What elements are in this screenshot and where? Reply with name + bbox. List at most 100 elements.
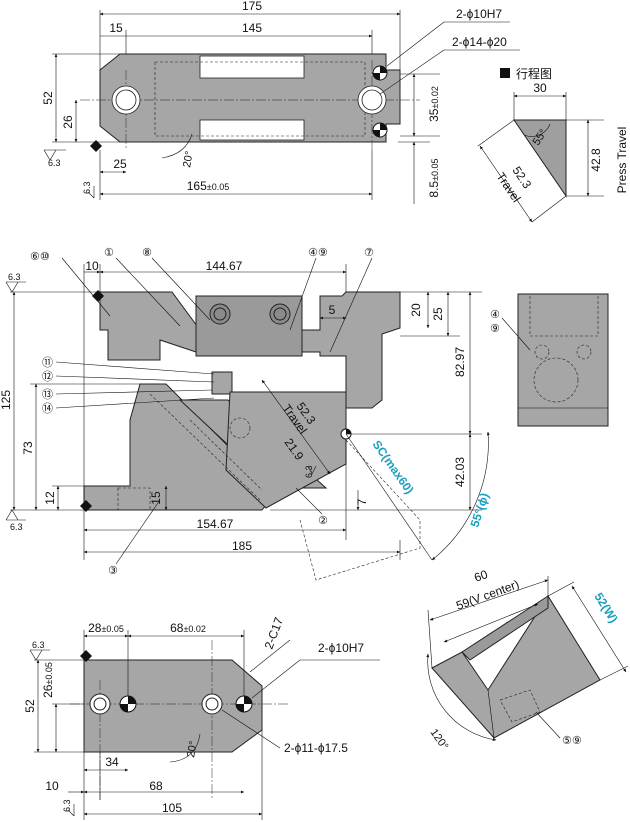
side-dim-12: 12 <box>43 491 57 505</box>
legend-square-icon <box>500 68 510 78</box>
svg-text:6.3: 6.3 <box>8 272 21 282</box>
side-dim-5: 5 <box>329 303 336 317</box>
callout-bot-holes-a: 2-ϕ10H7 <box>318 641 364 655</box>
bot-dim-68a: 68 <box>170 621 184 635</box>
top-slot-lower <box>199 119 305 141</box>
bot-dim-26-tol: ±0.05 <box>44 662 54 684</box>
balloon-3: ③ <box>108 565 118 577</box>
bot-dim-28: 28 <box>88 621 102 635</box>
end-balloon-4: ④ <box>490 309 500 321</box>
sc-label: SC(max60) <box>370 438 417 497</box>
bot-dim-26: 26 <box>41 684 55 698</box>
datum-diamond-icon <box>80 500 92 512</box>
legend-label: 行程图 <box>516 66 552 81</box>
iso-angle: 120° <box>428 727 451 753</box>
side-dim-125: 125 <box>0 390 13 410</box>
dim-85: 8.5 <box>427 181 441 198</box>
bot-dim-28-tol: ±0.05 <box>101 624 123 634</box>
datum-marker-icon <box>372 65 388 81</box>
svg-text:6.3: 6.3 <box>48 158 61 168</box>
balloon-2: ② <box>318 515 328 527</box>
end-balloon-9: ⑨ <box>490 323 500 335</box>
side-dim-42-03: 42.03 <box>453 457 467 487</box>
roughness-symbol-icon: 6.3 <box>62 799 75 817</box>
bot-dim-68a-tol: ±0.02 <box>183 624 205 634</box>
balloon-11: ⑪ <box>42 356 53 369</box>
side-dim-25: 25 <box>431 307 445 321</box>
travel-diagram: 行程图 30 42.8 Press Travel 52.3 Travel 55° <box>477 66 629 223</box>
balloon-8: ⑧ <box>142 247 152 259</box>
svg-text:6.3: 6.3 <box>32 640 45 650</box>
svg-text:6.3: 6.3 <box>304 465 314 478</box>
dim-hole-x: 25 <box>113 157 127 171</box>
dim-height: 52 <box>41 91 55 105</box>
end-view: ④ ⑨ <box>490 293 609 427</box>
iso-balloon-5-9: ⑤⑨ <box>562 735 582 747</box>
svg-text:28±0.05: 28±0.05 <box>88 621 124 635</box>
dim-pitch: 165 <box>187 179 207 193</box>
balloon-4-9: ④⑨ <box>308 247 328 259</box>
side-dim-7: 7 <box>355 498 369 505</box>
roughness-symbol-icon: 6.3 <box>304 465 317 478</box>
end-view-body <box>517 293 609 427</box>
svg-text:6.3: 6.3 <box>10 522 23 532</box>
roughness-symbol-icon: 6.3 <box>29 640 50 661</box>
bot-angle: 20° <box>185 740 200 758</box>
side-dim-15: 15 <box>149 491 163 505</box>
balloon-6-10: ⑥⑩ <box>30 251 50 263</box>
dim-35-tol: ±0.02 <box>430 86 440 108</box>
bot-dim-10: 10 <box>45 779 59 793</box>
callout-chamfer: 2-C17 <box>262 615 286 651</box>
dim-overall: 175 <box>242 0 262 13</box>
datum-diamond-icon <box>80 650 92 662</box>
svg-text:8.5±0.05: 8.5±0.05 <box>427 158 441 197</box>
top-angle: 20° <box>181 150 196 168</box>
svg-text:6.3: 6.3 <box>62 799 72 812</box>
dim-left-offset: 15 <box>109 21 123 35</box>
roughness-symbol-icon: 6.3 <box>5 272 26 293</box>
bot-dim-105: 105 <box>162 801 182 815</box>
balloon-7: ⑦ <box>364 247 374 259</box>
side-dim-20: 20 <box>409 303 423 317</box>
iso-view: 60 59(V center) 52(W) 120° ⑤⑨ <box>426 567 629 753</box>
iso-dim-52w: 52(W) <box>591 590 620 625</box>
dim-pitch-tol: ±0.05 <box>207 182 229 192</box>
top-view-body <box>99 53 401 143</box>
travel-triangle <box>513 119 567 198</box>
bottom-view: 28±0.05 68±0.02 52 26±0.05 34 10 68 105 … <box>23 615 380 820</box>
callout-holes-b: 2-ϕ14-ϕ20 <box>452 35 507 49</box>
callout-holes-a: 2-ϕ10H7 <box>456 7 502 21</box>
bot-dim-34: 34 <box>105 755 119 769</box>
svg-text:6.3: 6.3 <box>82 181 92 194</box>
callout-bot-holes-b: 2-ϕ11-ϕ17.5 <box>284 741 348 755</box>
datum-diamond-icon <box>90 140 102 152</box>
balloon-12: ⑫ <box>42 370 53 383</box>
top-view: 175 15 145 52 26 25 165±0.05 35±0.02 8.5… <box>41 0 520 204</box>
bot-dim-68b: 68 <box>149 779 163 793</box>
svg-text:35±0.02: 35±0.02 <box>427 86 441 122</box>
side-view: 10 144.67 5 20 25 82.97 42.03 125 73 12 … <box>0 247 492 581</box>
bottom-view-body <box>83 659 263 753</box>
dim-85-tol: ±0.05 <box>430 158 440 180</box>
balloon-13: ⑬ <box>42 388 53 401</box>
balloon-14: ⑭ <box>42 402 53 415</box>
travel-height: 42.8 <box>589 148 603 172</box>
roughness-symbol-icon: 6.3 <box>82 181 95 199</box>
svg-text:165±0.05: 165±0.05 <box>187 179 230 193</box>
side-dim-82-97: 82.97 <box>453 347 467 377</box>
dowel-hole-icon <box>119 695 137 713</box>
dim-half: 26 <box>61 115 75 129</box>
side-dim-185: 185 <box>232 539 252 553</box>
svg-text:26±0.05: 26±0.05 <box>41 662 55 698</box>
dowel-hole-icon <box>235 695 253 713</box>
dim-35: 35 <box>427 108 441 122</box>
stopper-bolt <box>211 371 233 395</box>
iso-dim-59: 59(V center) <box>454 577 521 613</box>
roughness-symbol-icon: 6.3 <box>43 149 66 168</box>
iso-dim-60: 60 <box>472 567 490 585</box>
side-dim-154-67: 154.67 <box>197 517 234 531</box>
dim-mid: 145 <box>242 21 262 35</box>
bot-dim-52: 52 <box>23 699 37 713</box>
